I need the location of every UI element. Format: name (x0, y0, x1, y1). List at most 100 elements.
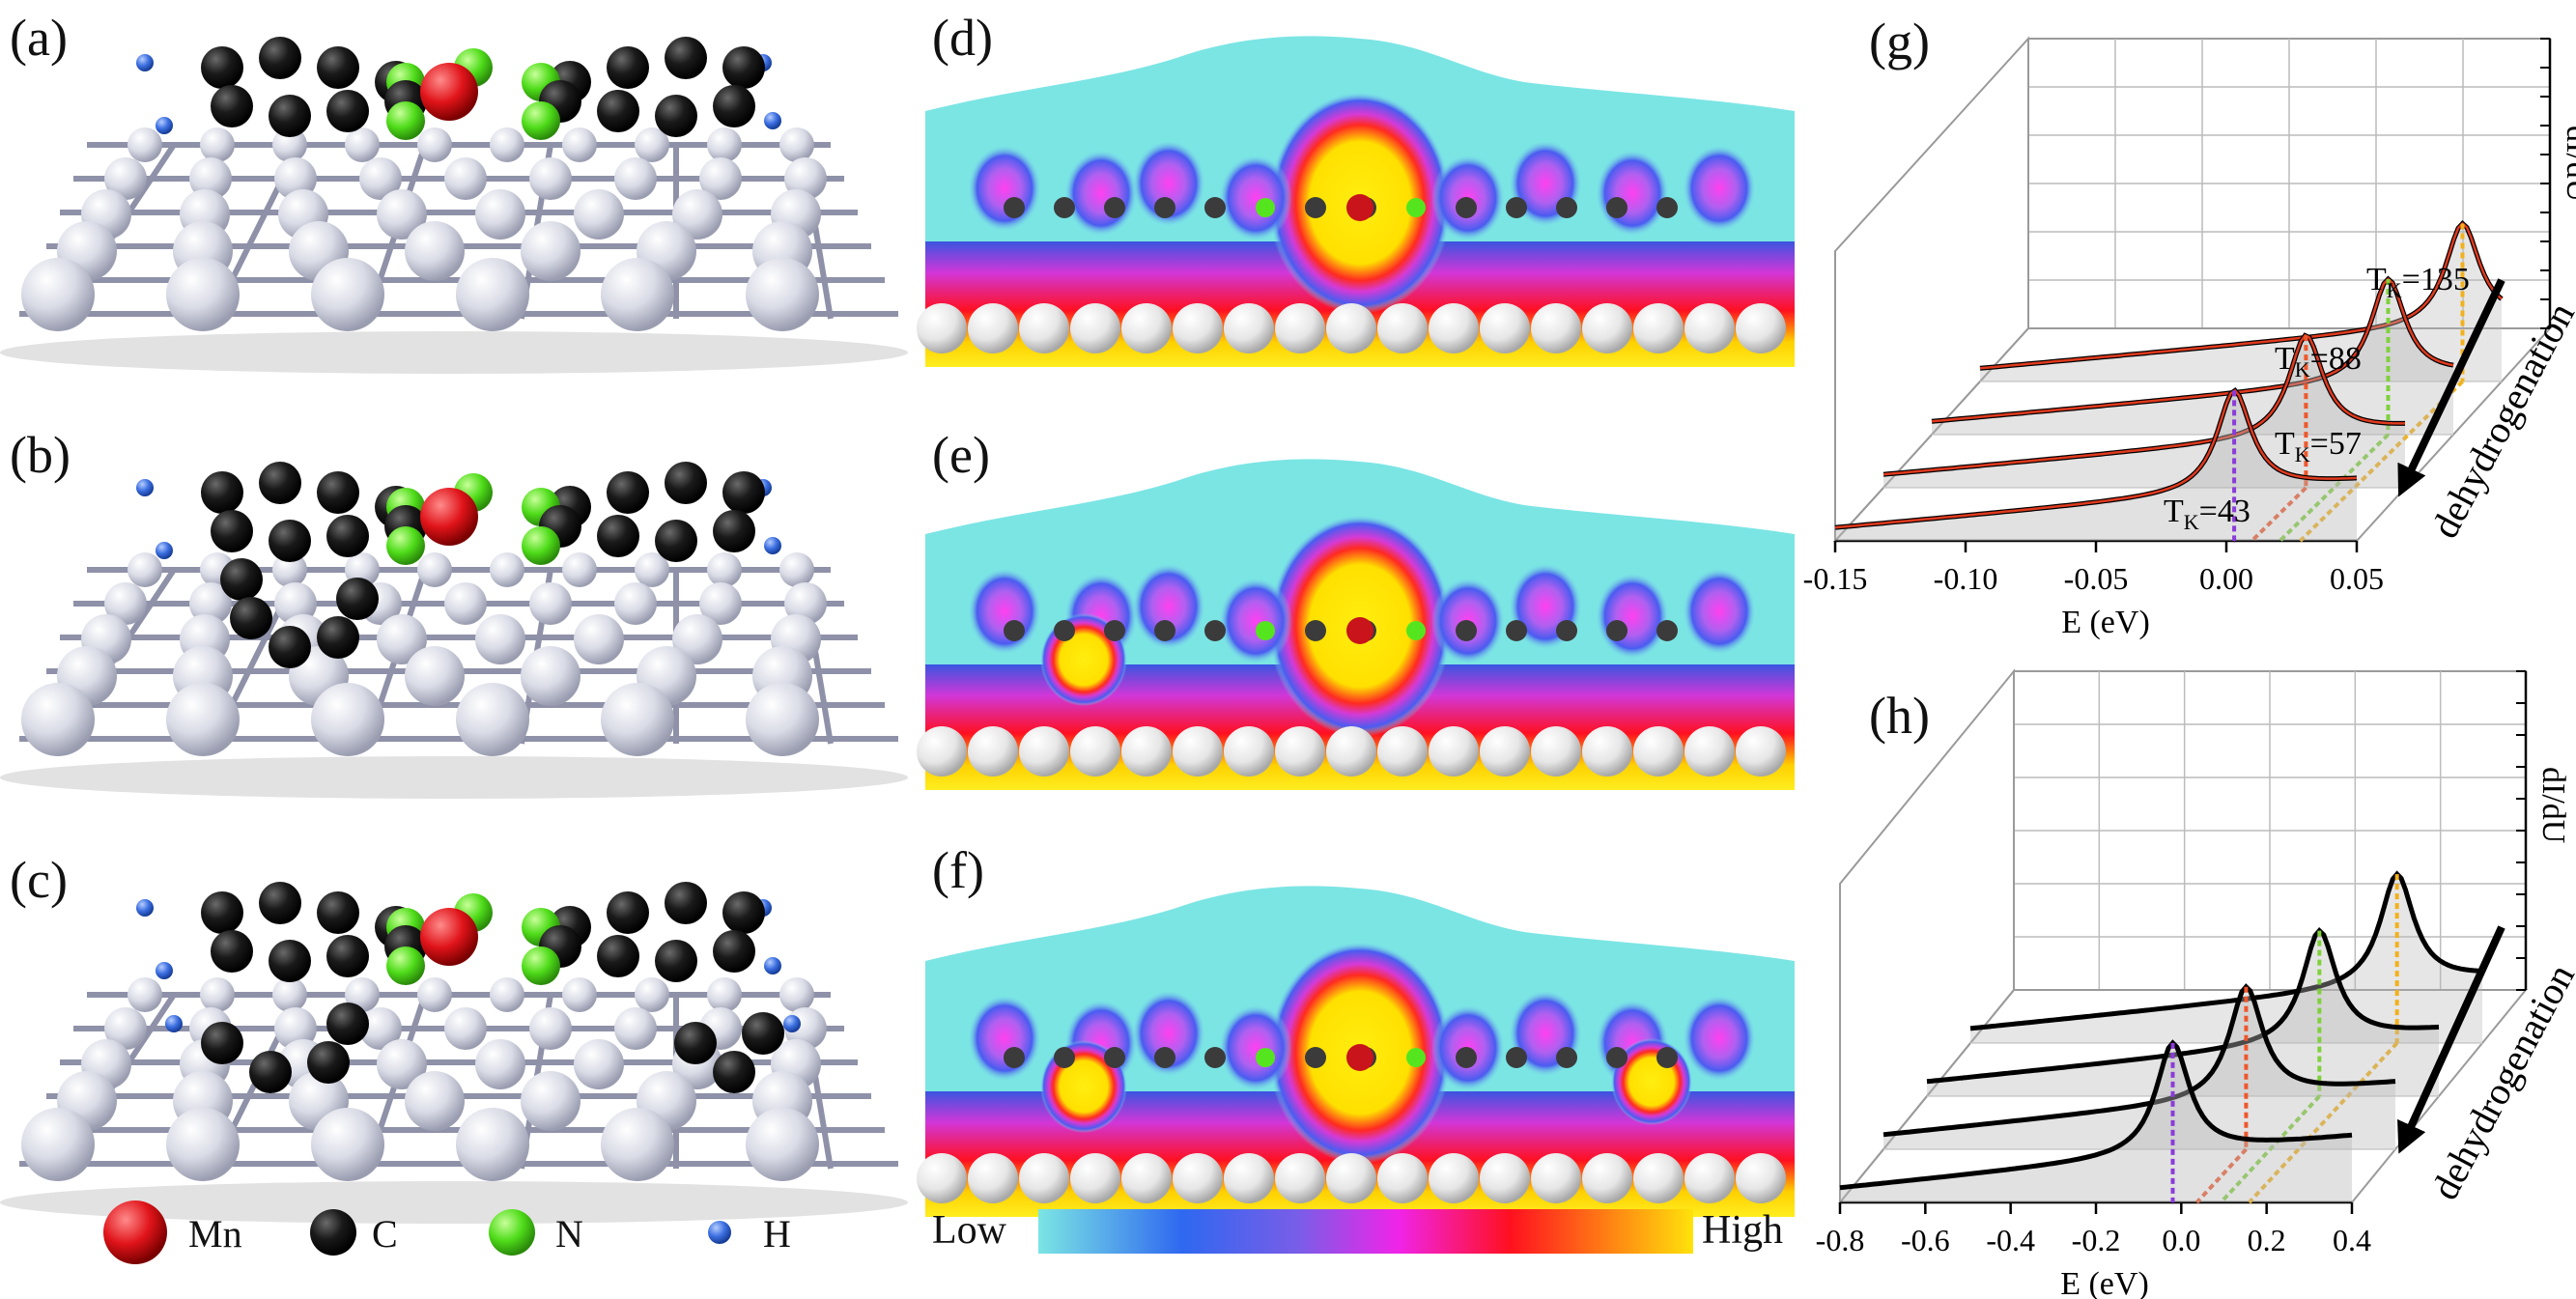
substrate-bond (55, 993, 177, 1171)
silver-atom (475, 1039, 525, 1089)
substrate-atom (1019, 303, 1069, 353)
silver-atom (81, 1039, 131, 1089)
sphere-blue-icon (708, 1221, 731, 1244)
carbon-atom (1506, 1047, 1527, 1068)
hydrogen-atom (136, 899, 154, 917)
carbon-atom (1054, 620, 1075, 641)
silver-atom (180, 614, 230, 664)
fit-line (1931, 277, 2454, 423)
silver-atom (166, 683, 240, 756)
spectrum-fill (1840, 1042, 2352, 1202)
substrate-atom (1684, 303, 1735, 353)
silver-atom (637, 221, 696, 281)
silver-atom (417, 977, 452, 1012)
silver-atom (180, 189, 230, 240)
carbon-atom (211, 85, 253, 127)
substrate-density-band (925, 241, 1795, 367)
silver-atom (278, 614, 328, 664)
substrate-bond (799, 144, 834, 320)
hydrogen-atom (764, 112, 781, 129)
peak-marker-projection (2194, 1147, 2248, 1204)
silver-atom (614, 582, 657, 625)
carbon-atom (375, 906, 417, 948)
carbon-atom (269, 520, 311, 562)
carbon-atom (1456, 1047, 1477, 1068)
silver-atom (601, 258, 674, 331)
silver-atom (562, 552, 597, 587)
hydrogen-atom (764, 957, 781, 974)
substrate-atom (1326, 303, 1376, 353)
silver-atom (444, 1007, 487, 1050)
substrate-atom (1224, 726, 1274, 777)
peak-marker-projection (2248, 1041, 2399, 1204)
carbon-atom (1104, 620, 1125, 641)
silver-atom (529, 1007, 572, 1050)
silver-atom (377, 614, 427, 664)
silver-atom (405, 646, 465, 706)
carbon-atom (1305, 1047, 1326, 1068)
substrate-bond (210, 568, 302, 746)
carbon-atom (211, 930, 253, 973)
silver-atom (359, 582, 402, 625)
density-lobe (968, 568, 1041, 655)
side-density-lobe (1040, 1040, 1127, 1133)
carbon-atom (713, 930, 755, 973)
carbon-atom (1104, 1047, 1125, 1068)
silver-atom (173, 221, 233, 281)
floor (1837, 989, 2529, 1203)
sphere-red-icon (103, 1200, 167, 1264)
nitrogen-atom (386, 946, 425, 985)
kondo-temperature-label: TK=88 (2275, 341, 2362, 381)
carbon-atom (1656, 197, 1678, 218)
silver-atom (21, 1108, 95, 1181)
silver-atom (274, 157, 317, 200)
silver-atom (359, 157, 402, 200)
substrate-atom (1633, 1153, 1684, 1203)
silver-atom (490, 977, 524, 1012)
sphere-green-icon (489, 1209, 535, 1256)
carbon-atom (607, 46, 649, 89)
silver-atom (104, 157, 147, 200)
carbon-atom (1154, 197, 1175, 218)
fit-line (1834, 388, 2358, 529)
peak-marker-projection (2299, 380, 2464, 543)
silver-atom (779, 127, 814, 162)
substrate-atom (1019, 726, 1069, 777)
silver-atom (614, 1007, 657, 1050)
carbon-atom (1305, 197, 1326, 218)
x-tick-label: 0.0 (2162, 1223, 2200, 1257)
carbon-atom (1456, 197, 1477, 218)
density-lobe (1064, 573, 1138, 660)
substrate-bond (799, 569, 834, 745)
carbon-atom (375, 61, 417, 103)
spectrum-line (1882, 332, 2405, 477)
carbon-atom (1004, 1047, 1025, 1068)
floor (1832, 327, 2553, 542)
carbon-atom (1054, 197, 1075, 218)
density-lobe (1683, 145, 1756, 232)
density-lobe (1431, 1004, 1505, 1091)
carbon-atom (597, 90, 639, 132)
carbon-atom (713, 1051, 755, 1093)
density-lobe (1509, 563, 1582, 650)
panel-label-b: (b) (10, 426, 71, 484)
legend-label-mn: Mn (188, 1212, 242, 1256)
silver-atom (377, 189, 427, 240)
carbon-atom (665, 462, 707, 504)
carbon-atom (1556, 1047, 1577, 1068)
carbon-atom (665, 882, 707, 924)
nitrogen-atom (1256, 1048, 1275, 1067)
silver-atom (601, 1108, 674, 1181)
panel-label-g: (g) (1869, 13, 1930, 71)
silver-atom (574, 189, 624, 240)
x-tick-label: -0.10 (1934, 561, 1998, 596)
silver-atom (272, 552, 307, 587)
substrate-atom (1070, 303, 1120, 353)
carbon-atom (317, 46, 359, 89)
substrate-atom (1326, 726, 1376, 777)
silver-atom (81, 189, 131, 240)
carbon-atom (201, 1022, 243, 1064)
nitrogen-atom (454, 48, 493, 87)
fit-line (1882, 333, 2405, 476)
substrate-atom (1582, 726, 1632, 777)
